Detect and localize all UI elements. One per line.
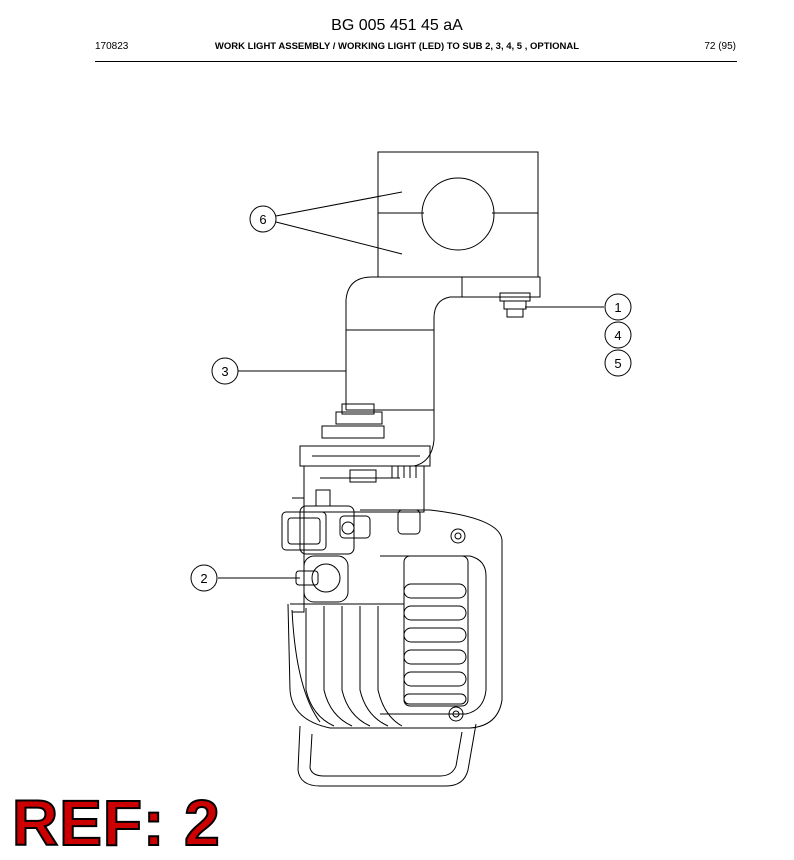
document-date: 170823 [95,41,129,52]
leader-lines [218,191,604,579]
svg-text:1: 1 [614,300,621,315]
document-number: BG 005 451 45 aA [331,17,463,34]
callout-4: 4 [604,321,632,349]
callout-3: 3 [211,357,239,385]
cooling-fins-right [403,583,467,705]
callout-2: 2 [190,564,218,592]
nut-stack [499,292,531,318]
callout-6: 6 [249,205,277,233]
lamp-housing [287,509,503,787]
connector-plug [281,489,371,555]
ref-stamp: REF: 2 [11,786,221,860]
svg-text:3: 3 [221,364,228,379]
header-rule [95,61,737,62]
svg-text:4: 4 [614,328,621,343]
callout-1: 1 [604,293,632,321]
callout-5: 5 [604,349,632,377]
clamp-block [377,151,541,298]
svg-text:6: 6 [259,212,266,227]
page-number: 72 (95) [704,41,736,52]
svg-text:5: 5 [614,356,621,371]
cooling-fins-front [291,606,403,727]
svg-text:2: 2 [200,571,207,586]
bracket [299,276,462,467]
section-title: WORK LIGHT ASSEMBLY / WORKING LIGHT (LED… [214,41,580,52]
